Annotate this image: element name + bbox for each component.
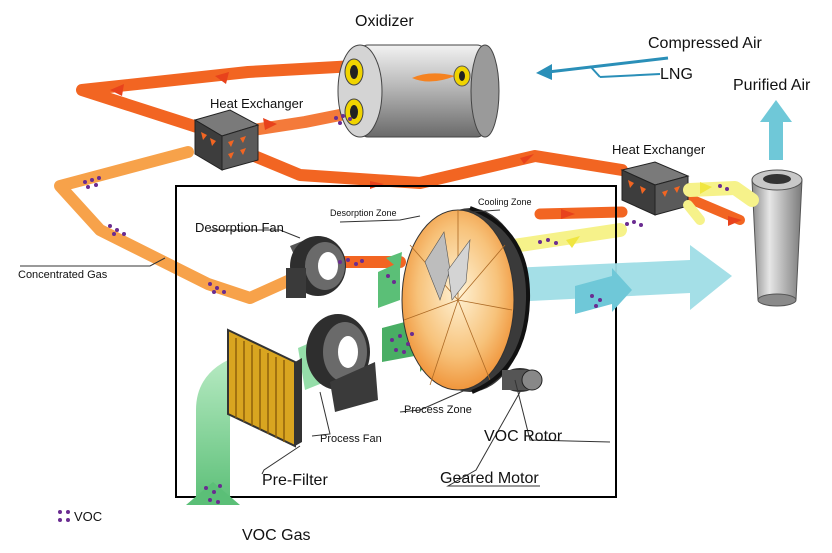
compressed-air-label: Compressed Air [648,35,762,52]
voc-particles [83,114,729,504]
clean-air-flow [510,245,732,314]
voc-rotor [401,206,531,394]
purified-air-arrow [760,100,792,160]
process-zone-label: Process Zone [404,404,472,416]
cooling-air-arrows [566,182,712,248]
pre-filter [227,328,302,448]
oxidizer [337,44,500,138]
voc-rotor-label: VOC Rotor [484,428,563,445]
exhaust-stack [751,169,803,307]
legend-voc-label: VOC [74,509,102,524]
heat-exchanger-left-label: Heat Exchanger [210,96,304,111]
geared-motor [502,368,543,392]
pre-filter-label: Pre-Filter [262,472,328,489]
desorption-fan-label: Desorption Fan [195,220,284,235]
purified-air-label: Purified Air [733,77,811,94]
process-fan-label: Process Fan [320,433,382,445]
fuel-inlet-arrow [536,56,669,80]
lng-label: LNG [660,66,693,83]
cooling-zone-label: Cooling Zone [478,197,532,207]
heat-exchanger-left [193,109,260,171]
process-fan [306,314,378,412]
rotor-module-frame [175,185,617,498]
oxidizer-label: Oxidizer [355,13,414,30]
voc-gas-label: VOC Gas [242,527,310,544]
leader-lines [20,209,611,487]
heat-exchanger-right [620,161,690,216]
heat-exchanger-right-label: Heat Exchanger [612,142,706,157]
concentrated-gas-label: Concentrated Gas [18,269,108,281]
desorption-zone-label: Desorption Zone [330,208,397,218]
voc-legend-icon [58,510,70,522]
geared-motor-label: Geared Motor [440,470,539,487]
desorption-fan [286,236,346,298]
legend: VOC [58,509,102,524]
